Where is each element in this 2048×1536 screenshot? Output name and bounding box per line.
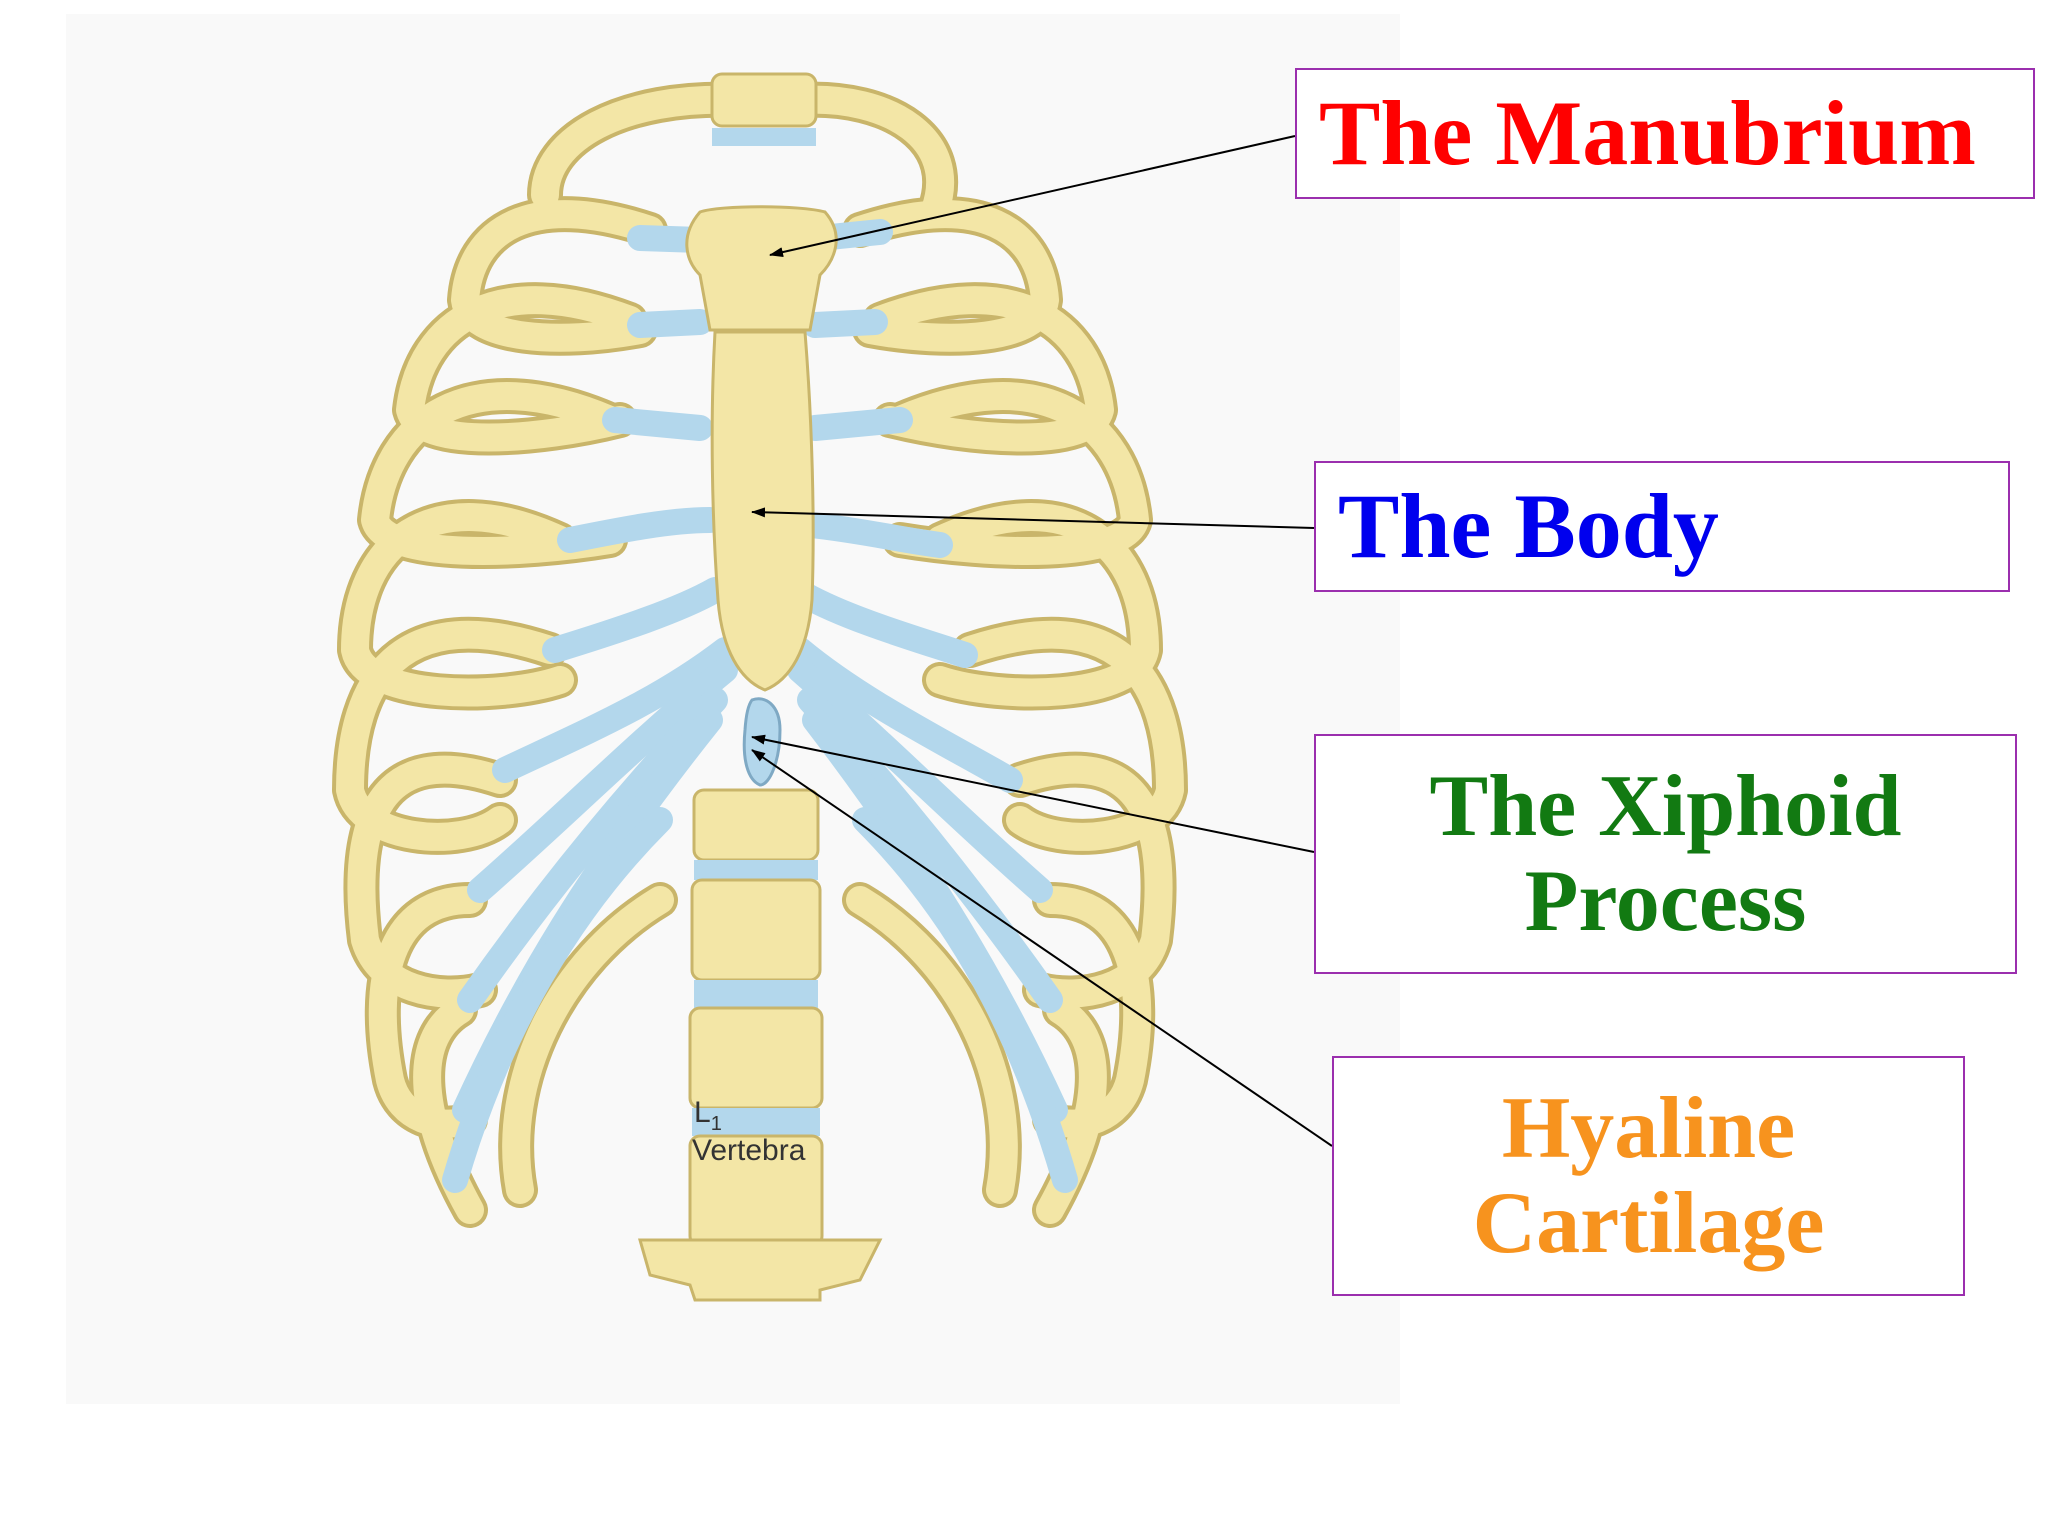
vertebra-l1-upper [690, 878, 822, 982]
sternal-body-shape [710, 330, 815, 692]
cartilage-2-left [627, 309, 713, 338]
disc-top [712, 128, 816, 146]
cartilage-5-right [792, 582, 978, 668]
cartilage-3-right [802, 407, 913, 441]
cartilage-5-left [542, 577, 728, 663]
xiphoid-label-line1: The Xiphoid [1429, 757, 1902, 855]
cartilage-3-left [602, 407, 713, 441]
disc-3 [692, 1108, 820, 1136]
manubrium-label: The Manubrium [1319, 81, 1976, 184]
manubrium-label-box: The Manubrium [1295, 68, 2035, 199]
vertebra-t12 [692, 788, 820, 862]
cartilage-6-right [787, 637, 1023, 793]
cartilage-10-right [852, 807, 1078, 1193]
cartilage-4-right [797, 512, 953, 558]
cartilage-label-line2: Cartilage [1472, 1175, 1825, 1272]
cartilage-label-line1: Hyaline [1501, 1079, 1796, 1177]
xiphoid-label-line2: Process [1524, 853, 1807, 950]
manubrium-leader [769, 135, 1296, 258]
cartilage-label-box: Hyaline Cartilage [1332, 1056, 1965, 1296]
body-label: The Body [1338, 474, 1719, 577]
body-leader [751, 507, 1315, 529]
cartilage-10-left [442, 807, 673, 1193]
cartilage-7-right [787, 657, 1053, 903]
vertebra-level-label: L1 [694, 1096, 722, 1135]
vertebra-l1 [688, 1006, 824, 1110]
vertebra-l3 [638, 1238, 883, 1302]
cartilage-2-right [802, 309, 888, 338]
cartilage-4-left [557, 507, 723, 553]
vertebra-top [710, 72, 818, 128]
vertebral-column [638, 72, 883, 1302]
disc-1 [694, 860, 818, 880]
leader-lines [751, 135, 1333, 1147]
manubrium-shape [685, 205, 838, 332]
cartilage-7-left [467, 657, 738, 903]
cartilage-leader [751, 749, 1333, 1147]
xiphoid-leader [751, 734, 1315, 853]
body-label-box: The Body [1314, 461, 2010, 592]
disc-2 [694, 980, 818, 1008]
cartilage-6-left [492, 637, 738, 783]
vertebra-name-label: Vertebra [692, 1134, 806, 1167]
xiphoid-label-box: The Xiphoid Process [1314, 734, 2017, 974]
